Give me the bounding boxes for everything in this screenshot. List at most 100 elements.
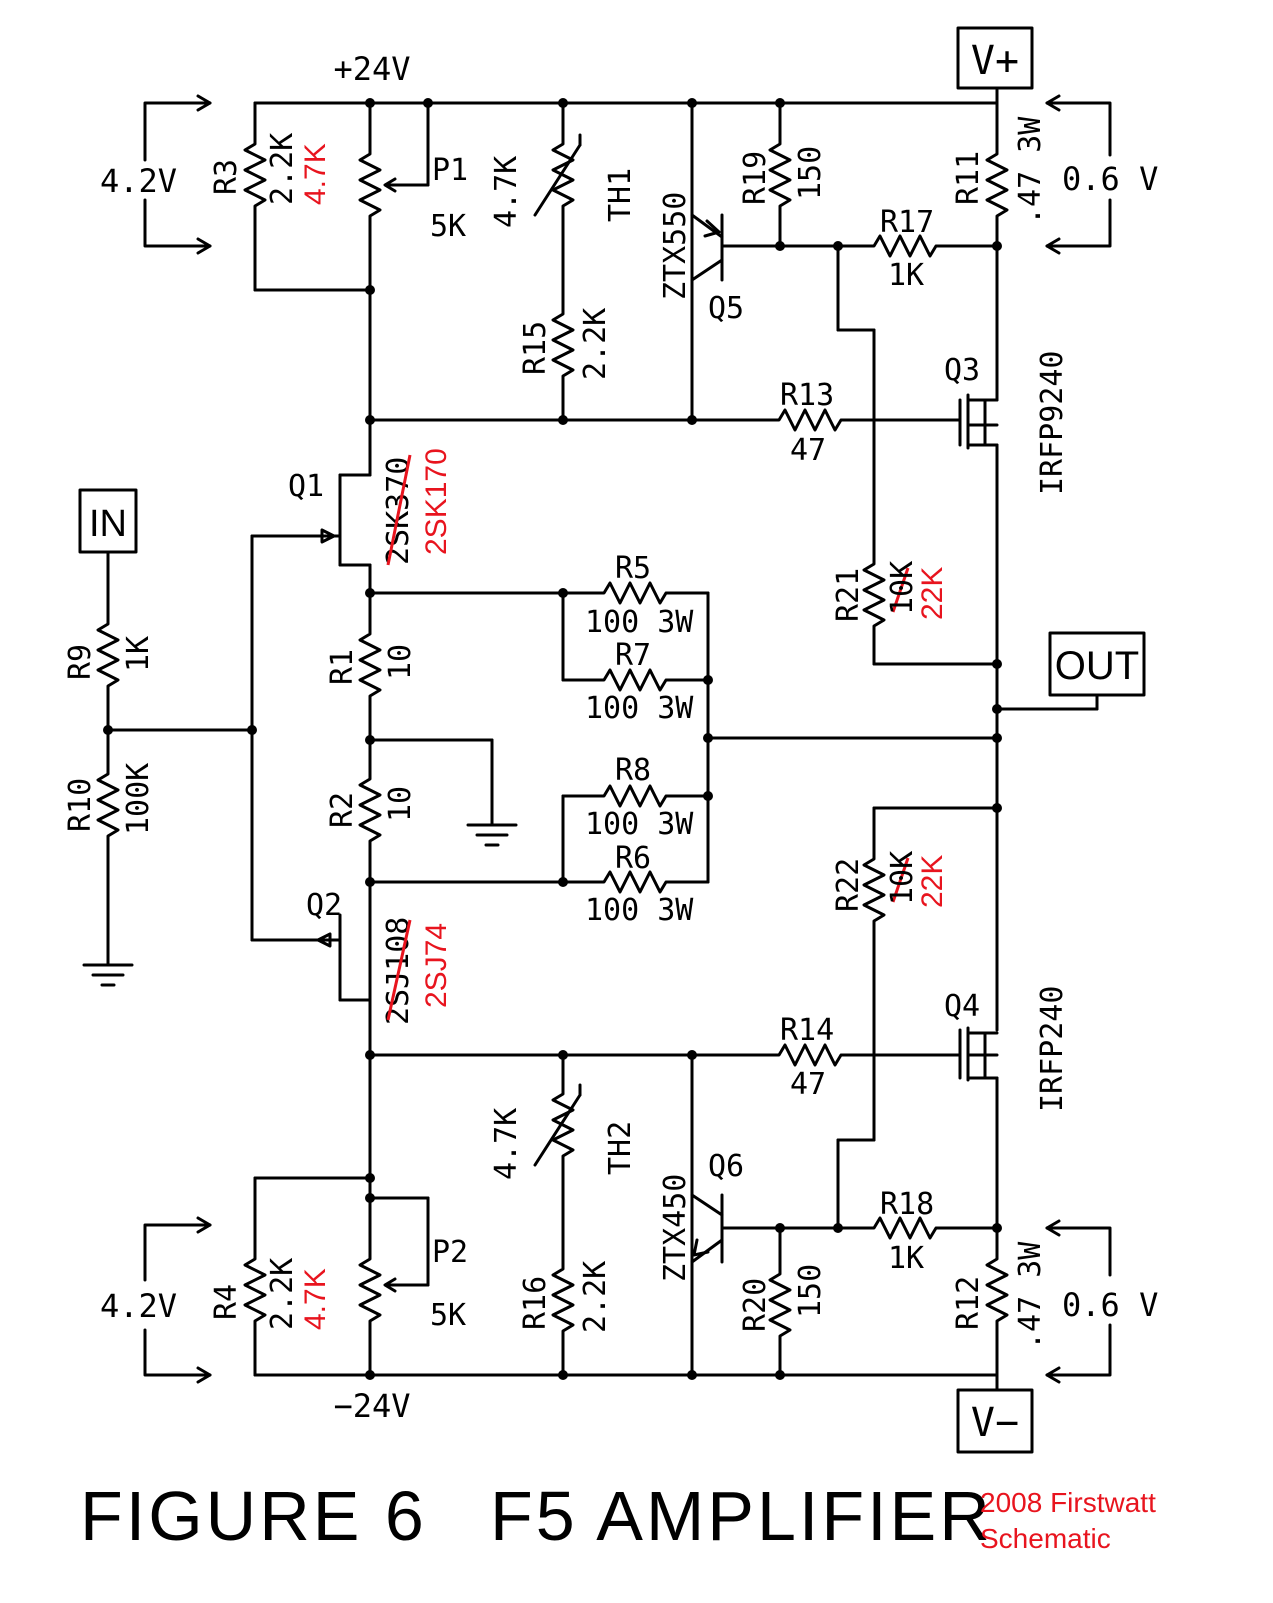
note-line1: 2008 Firstwatt xyxy=(980,1487,1156,1518)
q4-ref: Q4 xyxy=(944,989,980,1024)
q5-part: ZTX550 xyxy=(658,192,693,300)
r15-value: 2.2K xyxy=(578,308,613,380)
r13-resistor xyxy=(368,408,962,432)
r17-ref: R17 xyxy=(880,205,934,240)
r7-ref: R7 xyxy=(615,638,651,673)
r17-value: 1K xyxy=(888,258,924,293)
r14-value: 47 xyxy=(790,1067,826,1102)
th2-ref: TH2 xyxy=(603,1121,638,1175)
r3-value: 2.2K xyxy=(265,133,300,205)
r10-ref: R10 xyxy=(63,778,98,832)
r18-value: 1K xyxy=(888,1241,924,1276)
r11-ref: R11 xyxy=(951,151,986,205)
q1-new-part: 2SK170 xyxy=(420,448,453,555)
r3-new-value: 4.7K xyxy=(299,143,332,205)
r15-ref: R15 xyxy=(518,321,553,375)
p1-potentiometer xyxy=(358,101,430,422)
junction-dots xyxy=(103,98,1002,1380)
r22-old-value: 10K xyxy=(885,851,920,905)
r19-value: 150 xyxy=(793,146,828,200)
output-wires xyxy=(706,638,1099,1032)
r22-ref: R22 xyxy=(831,858,866,912)
r14-resistor xyxy=(368,1043,962,1067)
r5-ref: R5 xyxy=(615,551,651,586)
r3-ref: R3 xyxy=(209,159,244,195)
q2-new-part: 2SJ74 xyxy=(420,923,453,1008)
r1-value: 10 xyxy=(383,644,418,680)
r19-ref: R19 xyxy=(738,151,773,205)
r21-old-value: 10K xyxy=(885,561,920,615)
r20-ref: R20 xyxy=(738,1278,773,1332)
r8-value: 100 3W xyxy=(585,807,694,842)
q6-ref: Q6 xyxy=(708,1149,744,1184)
measure-top-left: 4.2V xyxy=(100,162,177,200)
pos24-label: +24V xyxy=(333,50,410,88)
r8-ref: R8 xyxy=(615,753,651,788)
r4-new-value: 4.7K xyxy=(299,1268,332,1330)
r2-ref: R2 xyxy=(325,792,360,828)
vminus-terminal: V− xyxy=(956,1388,1034,1454)
measure-bottom-right: 0.6 V xyxy=(1062,1286,1158,1324)
th1-value: 4.7K xyxy=(489,156,524,228)
negative-rail-wires xyxy=(253,1333,999,1392)
r16-value: 2.2K xyxy=(578,1261,613,1333)
r11-resistor xyxy=(985,138,1009,402)
measure-arrows xyxy=(143,94,1112,1384)
r12-value: .47 3W xyxy=(1013,1241,1048,1350)
r11-value: .47 3W xyxy=(1013,116,1048,225)
r5-r7-resistors xyxy=(561,581,710,798)
r22-new-value: 22K xyxy=(916,855,949,908)
r5-value: 100 3W xyxy=(585,605,694,640)
th1-thermistor xyxy=(533,101,582,302)
p2-ref: P2 xyxy=(432,1235,468,1270)
in-terminal: IN xyxy=(78,488,138,554)
figure-subtitle: F5 AMPLIFIER xyxy=(490,1477,993,1555)
input-network xyxy=(82,534,342,987)
r12-ref: R12 xyxy=(951,1276,986,1330)
q2-ref: Q2 xyxy=(306,888,342,923)
ground-symbol-main xyxy=(368,738,518,847)
q1-jfet xyxy=(250,418,372,622)
r12-resistor xyxy=(985,1243,1009,1337)
svg-text:OUT: OUT xyxy=(1055,644,1139,688)
r4-resistor xyxy=(243,1176,267,1377)
figure-title: FIGURE 6 xyxy=(80,1477,427,1555)
r16-ref: R16 xyxy=(518,1276,553,1330)
q2-jfet xyxy=(316,913,372,1057)
q3-ref: Q3 xyxy=(944,353,980,388)
r1-ref: R1 xyxy=(325,649,360,685)
r15-resistor xyxy=(551,298,575,422)
r10-value: 100K xyxy=(121,763,156,835)
measure-top-right: 0.6 V xyxy=(1062,160,1158,198)
q4-mosfet xyxy=(958,1026,999,1247)
r9-value: 1K xyxy=(121,636,156,672)
p1-ref: P1 xyxy=(432,153,468,188)
th1-ref: TH1 xyxy=(603,168,638,222)
svg-text:V+: V+ xyxy=(971,38,1019,84)
q4-part: IRFP240 xyxy=(1035,986,1070,1112)
th2-thermistor xyxy=(533,1053,582,1257)
r17-resistor xyxy=(836,234,999,552)
r13-value: 47 xyxy=(790,433,826,468)
r16-resistor xyxy=(551,1253,575,1377)
positive-rail-wires xyxy=(253,88,999,142)
r4-value: 2.2K xyxy=(265,1258,300,1330)
measure-bottom-left: 4.2V xyxy=(100,1287,177,1325)
r9-ref: R9 xyxy=(63,644,98,680)
out-terminal: OUT xyxy=(1048,631,1146,697)
svg-text:IN: IN xyxy=(89,503,127,545)
note-line2: Schematic xyxy=(980,1523,1111,1554)
p2-potentiometer xyxy=(253,1053,430,1377)
r3-resistor xyxy=(243,101,372,292)
r6-ref: R6 xyxy=(615,841,651,876)
neg24-label: −24V xyxy=(333,1387,410,1425)
p1-value: 5K xyxy=(430,209,466,244)
r18-ref: R18 xyxy=(880,1187,934,1222)
r21-ref: R21 xyxy=(831,568,866,622)
q3-mosfet xyxy=(958,393,999,810)
svg-text:V−: V− xyxy=(971,1400,1019,1446)
q3-part: IRFP9240 xyxy=(1035,351,1070,496)
vplus-terminal: V+ xyxy=(956,26,1034,90)
